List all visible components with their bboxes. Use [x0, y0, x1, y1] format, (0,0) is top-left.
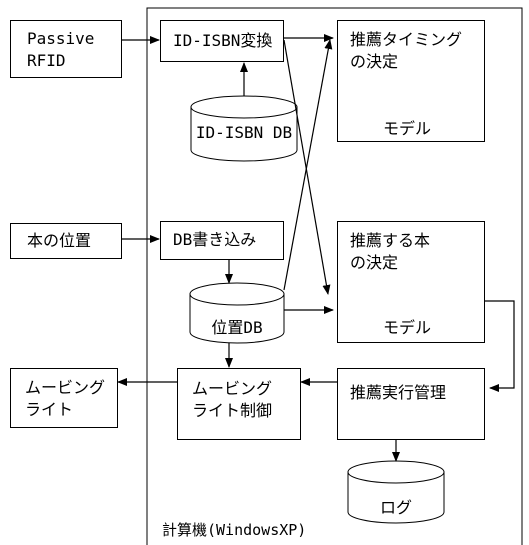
id-isbn-convert-label: ID-ISBN変換: [173, 31, 273, 50]
exec-manage-box: 推薦実行管理: [337, 368, 485, 440]
timing-decision-box: 推薦タイミング の決定: [337, 20, 485, 142]
position-db-cylinder: [189, 282, 285, 344]
computer-boundary: [146, 7, 523, 545]
moving-light-box: ムービング ライト: [10, 368, 118, 428]
light-control-box: ムービング ライト制御: [177, 368, 301, 440]
book-position-label: 本の位置: [27, 231, 92, 250]
exec-manage-label: 推薦実行管理: [350, 383, 447, 402]
timing-decision-line1: 推薦タイミング: [350, 30, 463, 49]
light-control-line2: ライト制御: [192, 401, 273, 420]
id-isbn-db-label: ID-ISBN DB: [195, 123, 293, 142]
log-label: ログ: [379, 498, 412, 517]
book-model-label: モデル: [383, 318, 432, 337]
computer-label: 計算機(WindowsXP): [162, 521, 307, 539]
arrow-position-db-to-timing: [283, 39, 333, 291]
id-isbn-convert-box: ID-ISBN変換: [160, 20, 284, 62]
timing-decision-line2: の決定: [350, 52, 399, 71]
position-db-label: 位置DB: [211, 318, 263, 337]
passive-rfid-line2: RFID: [27, 51, 66, 70]
book-decision-box: 推薦する本 の決定: [337, 221, 485, 343]
book-decision-line1: 推薦する本: [350, 231, 431, 250]
db-write-label: DB書き込み: [173, 230, 257, 249]
arrow-book-to-exec: [485, 300, 515, 392]
id-isbn-db-cylinder: [190, 95, 298, 162]
arrow-convert-to-book: [283, 39, 331, 295]
book-decision-line2: の決定: [350, 253, 399, 272]
book-position-box: 本の位置: [10, 223, 122, 259]
passive-rfid-line1: Passive: [27, 29, 95, 48]
moving-light-line2: ライト: [25, 400, 74, 419]
timing-model-label: モデル: [383, 119, 432, 138]
light-control-line1: ムービング: [192, 379, 273, 398]
db-write-box: DB書き込み: [160, 221, 284, 260]
moving-light-line1: ムービング: [25, 378, 106, 397]
passive-rfid-box: Passive RFID: [10, 20, 122, 78]
